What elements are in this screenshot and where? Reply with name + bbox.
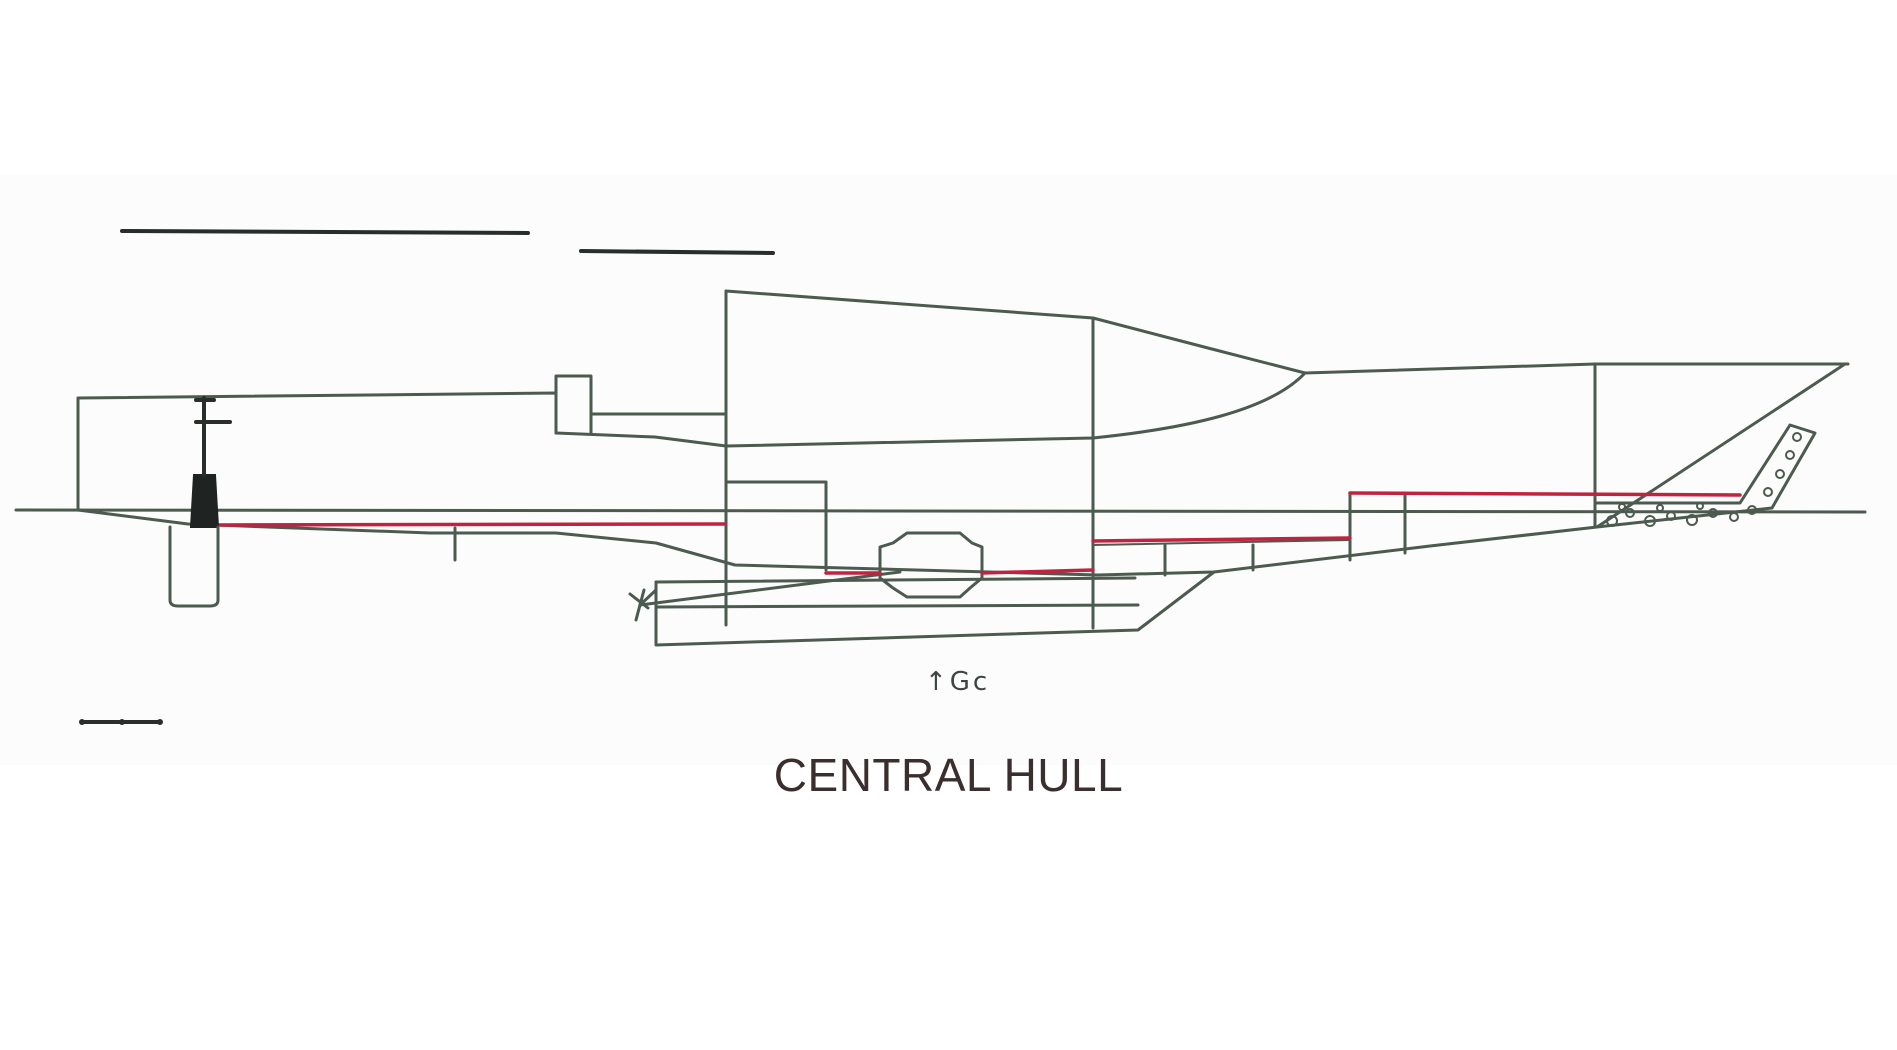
keel-top-line (654, 576, 1137, 584)
highlight-line-aft (213, 522, 727, 527)
highlight-line-forward (1348, 491, 1742, 497)
scale-bar (79, 719, 163, 725)
reference-line-left (120, 229, 530, 235)
forward-deck (1303, 362, 1850, 375)
highlight-line-engine-fwd (980, 568, 1095, 575)
rudder-skeg (168, 525, 220, 608)
ballast-dots (1606, 432, 1802, 527)
cg-annotation: ↑Gc (925, 667, 990, 697)
engine-room-box (724, 480, 828, 572)
keel-inner-line (654, 603, 1140, 609)
diagram-caption: CENTRAL HULL (773, 749, 1124, 801)
stem-ballast-box (1593, 423, 1817, 529)
step-block (554, 374, 593, 435)
propeller-icon (628, 588, 658, 622)
stern-deck-box (76, 391, 558, 512)
engine-block (878, 531, 984, 599)
deck-line-lower (554, 431, 728, 448)
cabin-outline (724, 289, 1307, 627)
hull-bottom-line (76, 362, 1847, 577)
cabin-roof-curve (724, 371, 1307, 448)
rudder-blade (189, 474, 220, 528)
reference-line-right (579, 249, 775, 255)
waterline (14, 508, 1867, 514)
keel-box (654, 570, 1216, 647)
prop-shaft-line (638, 570, 902, 607)
floor-line (1092, 539, 1351, 546)
paper-background (0, 175, 1897, 765)
highlight-line-mid (1091, 536, 1352, 543)
